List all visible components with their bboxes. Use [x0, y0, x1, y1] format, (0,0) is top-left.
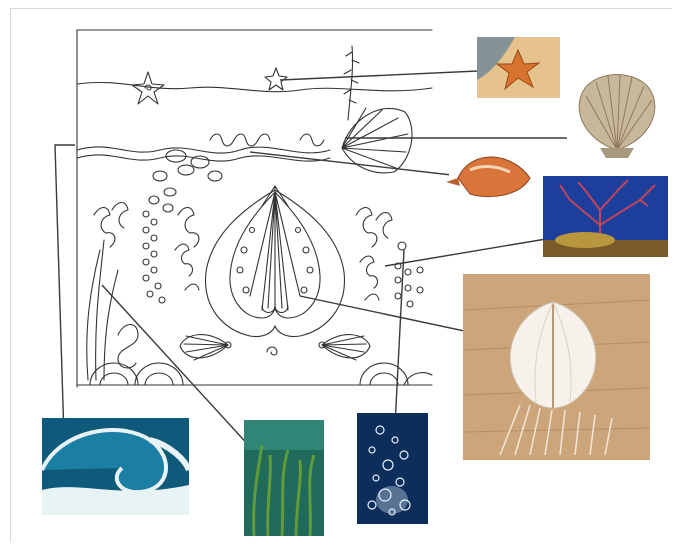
seagrass-blades-outline	[87, 240, 118, 380]
seabed-shells-lower-left	[90, 325, 183, 386]
coral-right-outline	[356, 208, 392, 301]
bubble-dots-left	[143, 211, 165, 303]
ocean-wave-photo	[42, 418, 189, 515]
seabed-line-lower	[77, 155, 330, 161]
seabed-line-upper	[77, 147, 330, 153]
scallop-shell-photo	[567, 62, 667, 159]
spiral-snail-outline	[267, 347, 277, 355]
fan-shell-lower-right-outline-icon	[319, 335, 370, 360]
starfish-photo	[477, 37, 560, 98]
leader-coral	[385, 235, 570, 266]
bubble-dots-right	[395, 242, 423, 307]
fan-shell-lower-left-outline-icon	[180, 335, 231, 360]
sea-star-outline-icon	[132, 72, 164, 104]
seaweed-left-outline	[94, 203, 199, 291]
heart-shell-spikes	[262, 186, 288, 210]
kelp-frond-outline-icon	[344, 46, 359, 120]
leader-starfish	[280, 70, 500, 80]
heart-cockle-shell-photo	[463, 274, 650, 460]
bubble-burst	[376, 486, 408, 514]
heart-cockle-shell-outline-icon	[206, 190, 345, 337]
small-starfish-outline-icon	[265, 68, 287, 90]
seabed-shells-lower-right	[360, 363, 432, 385]
curly-seaweed-outline	[210, 134, 270, 146]
red-coral-photo	[543, 176, 668, 257]
coloring-line-art	[77, 30, 432, 387]
pebbles-outline	[149, 150, 222, 212]
water-bubbles-photo	[357, 413, 428, 524]
seagrass-photo	[244, 420, 324, 536]
conch-shell-photo	[446, 144, 539, 210]
curly-seaweed-outline-2	[300, 134, 324, 146]
horizon-line	[77, 82, 432, 91]
